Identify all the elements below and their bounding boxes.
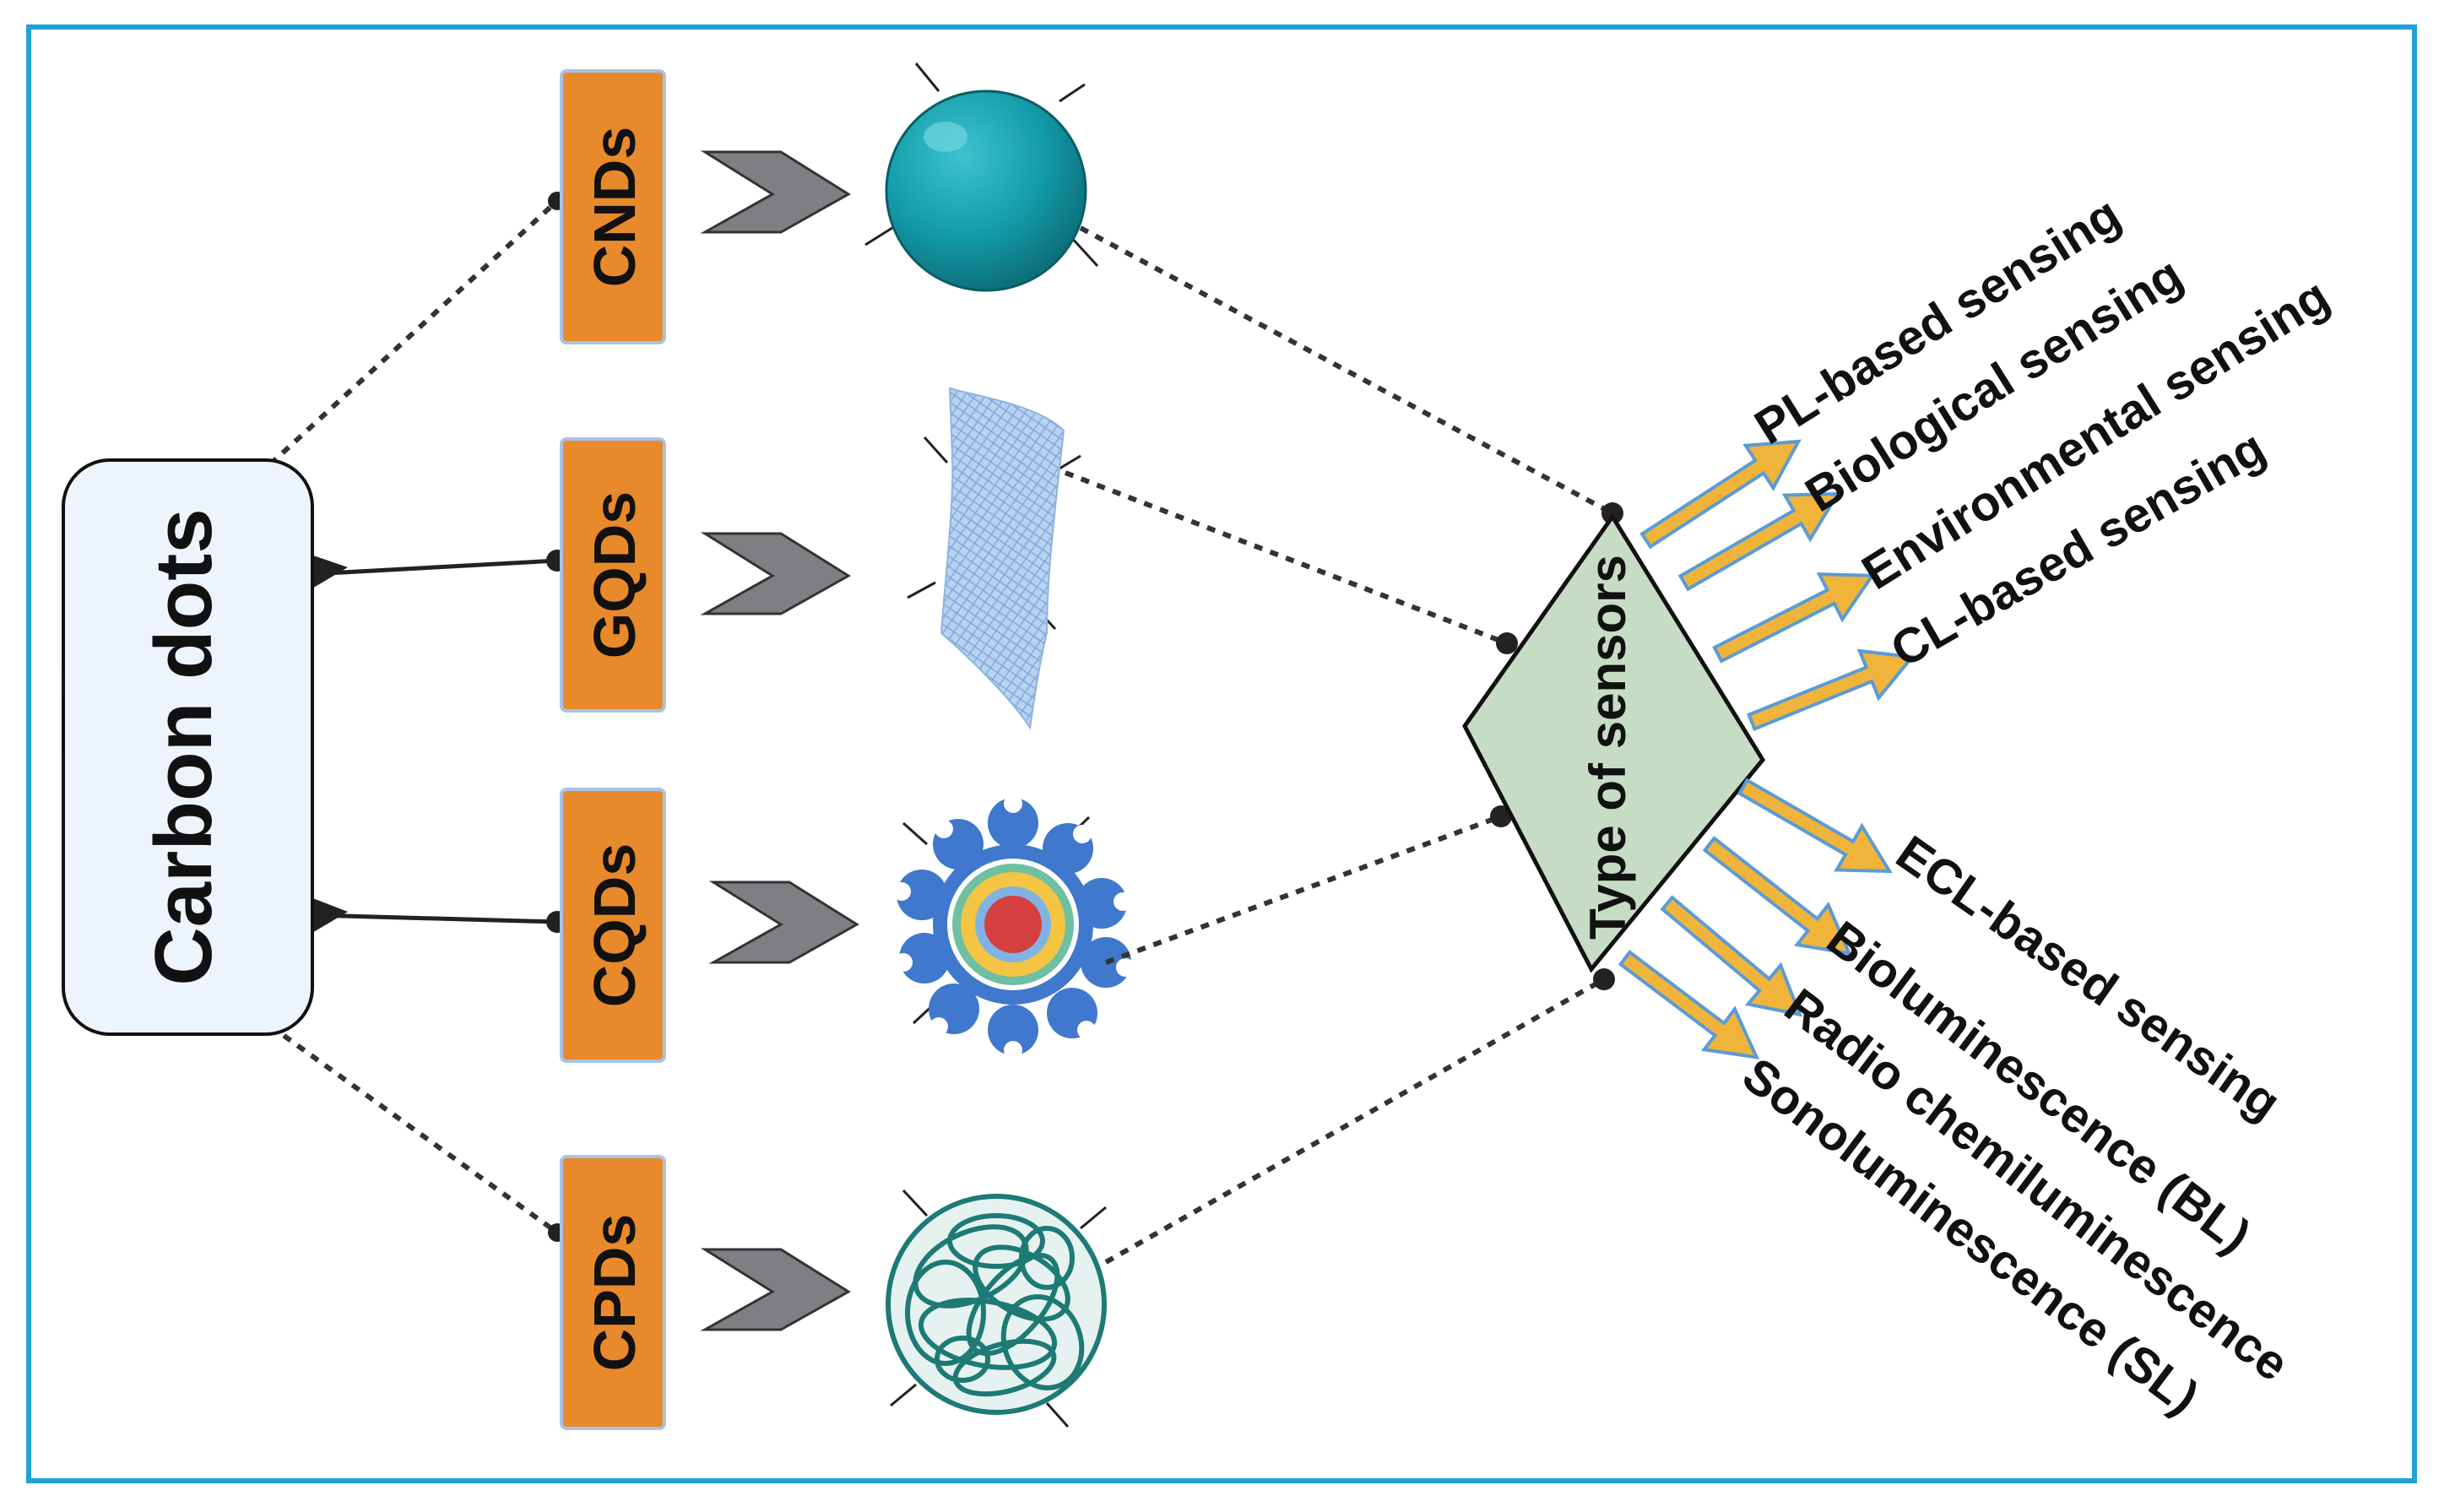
- connector-dot: [1490, 805, 1512, 827]
- output-arrow: [1639, 439, 1802, 550]
- connector-root-cqds: [312, 913, 558, 924]
- connector-root-cpds: [268, 1023, 559, 1235]
- type-label: CPDs: [582, 1214, 648, 1372]
- connector-root-gqds: [312, 558, 558, 577]
- type-label: GQDs: [582, 491, 648, 658]
- output-arrow: [1677, 491, 1841, 592]
- output-arrow: [1618, 950, 1760, 1059]
- chevron-icon: [700, 532, 851, 615]
- outer-frame: [26, 24, 2417, 1483]
- type-label: CQDs: [582, 843, 648, 1007]
- type-box-cqds: CQDs: [560, 788, 666, 1063]
- connector-to-hub: [1079, 225, 1614, 516]
- type-box-cnds: CNDs: [560, 69, 666, 344]
- arrowhead-root-cqds: [311, 897, 348, 934]
- type-label: CNDs: [582, 127, 648, 288]
- output-arrow: [1702, 836, 1852, 956]
- polymer-coil-icon: [886, 1189, 1107, 1428]
- arrowhead-root-gqds: [311, 555, 348, 589]
- output-arrow: [1712, 572, 1876, 664]
- core-shell-icon: [892, 794, 1135, 1059]
- chevron-icon: [708, 881, 859, 964]
- output-arrow: [1660, 895, 1803, 1017]
- connector-to-hub: [1064, 470, 1509, 646]
- type-box-cpds: CPDs: [560, 1155, 666, 1430]
- output-arrow: [1747, 648, 1916, 731]
- connector-to-hub: [1104, 977, 1606, 1265]
- connector-to-hub: [1104, 814, 1503, 965]
- output-arrow: [1737, 778, 1893, 874]
- chevron-icon: [700, 1248, 851, 1331]
- root-node-label: Carbon dots: [138, 508, 229, 985]
- connector-dot: [1593, 968, 1615, 990]
- root-node-box: [62, 458, 314, 1036]
- sphere-icon: [864, 62, 1099, 292]
- graphene-sheet-icon: [907, 387, 1081, 730]
- connector-root-cnds: [268, 198, 560, 467]
- hub-diamond: [1462, 512, 1766, 973]
- type-box-gqds: GQDs: [560, 437, 666, 713]
- chevron-icon: [700, 150, 851, 234]
- hub-label: Type of sensors: [1580, 555, 1636, 940]
- connector-dot: [1496, 632, 1518, 654]
